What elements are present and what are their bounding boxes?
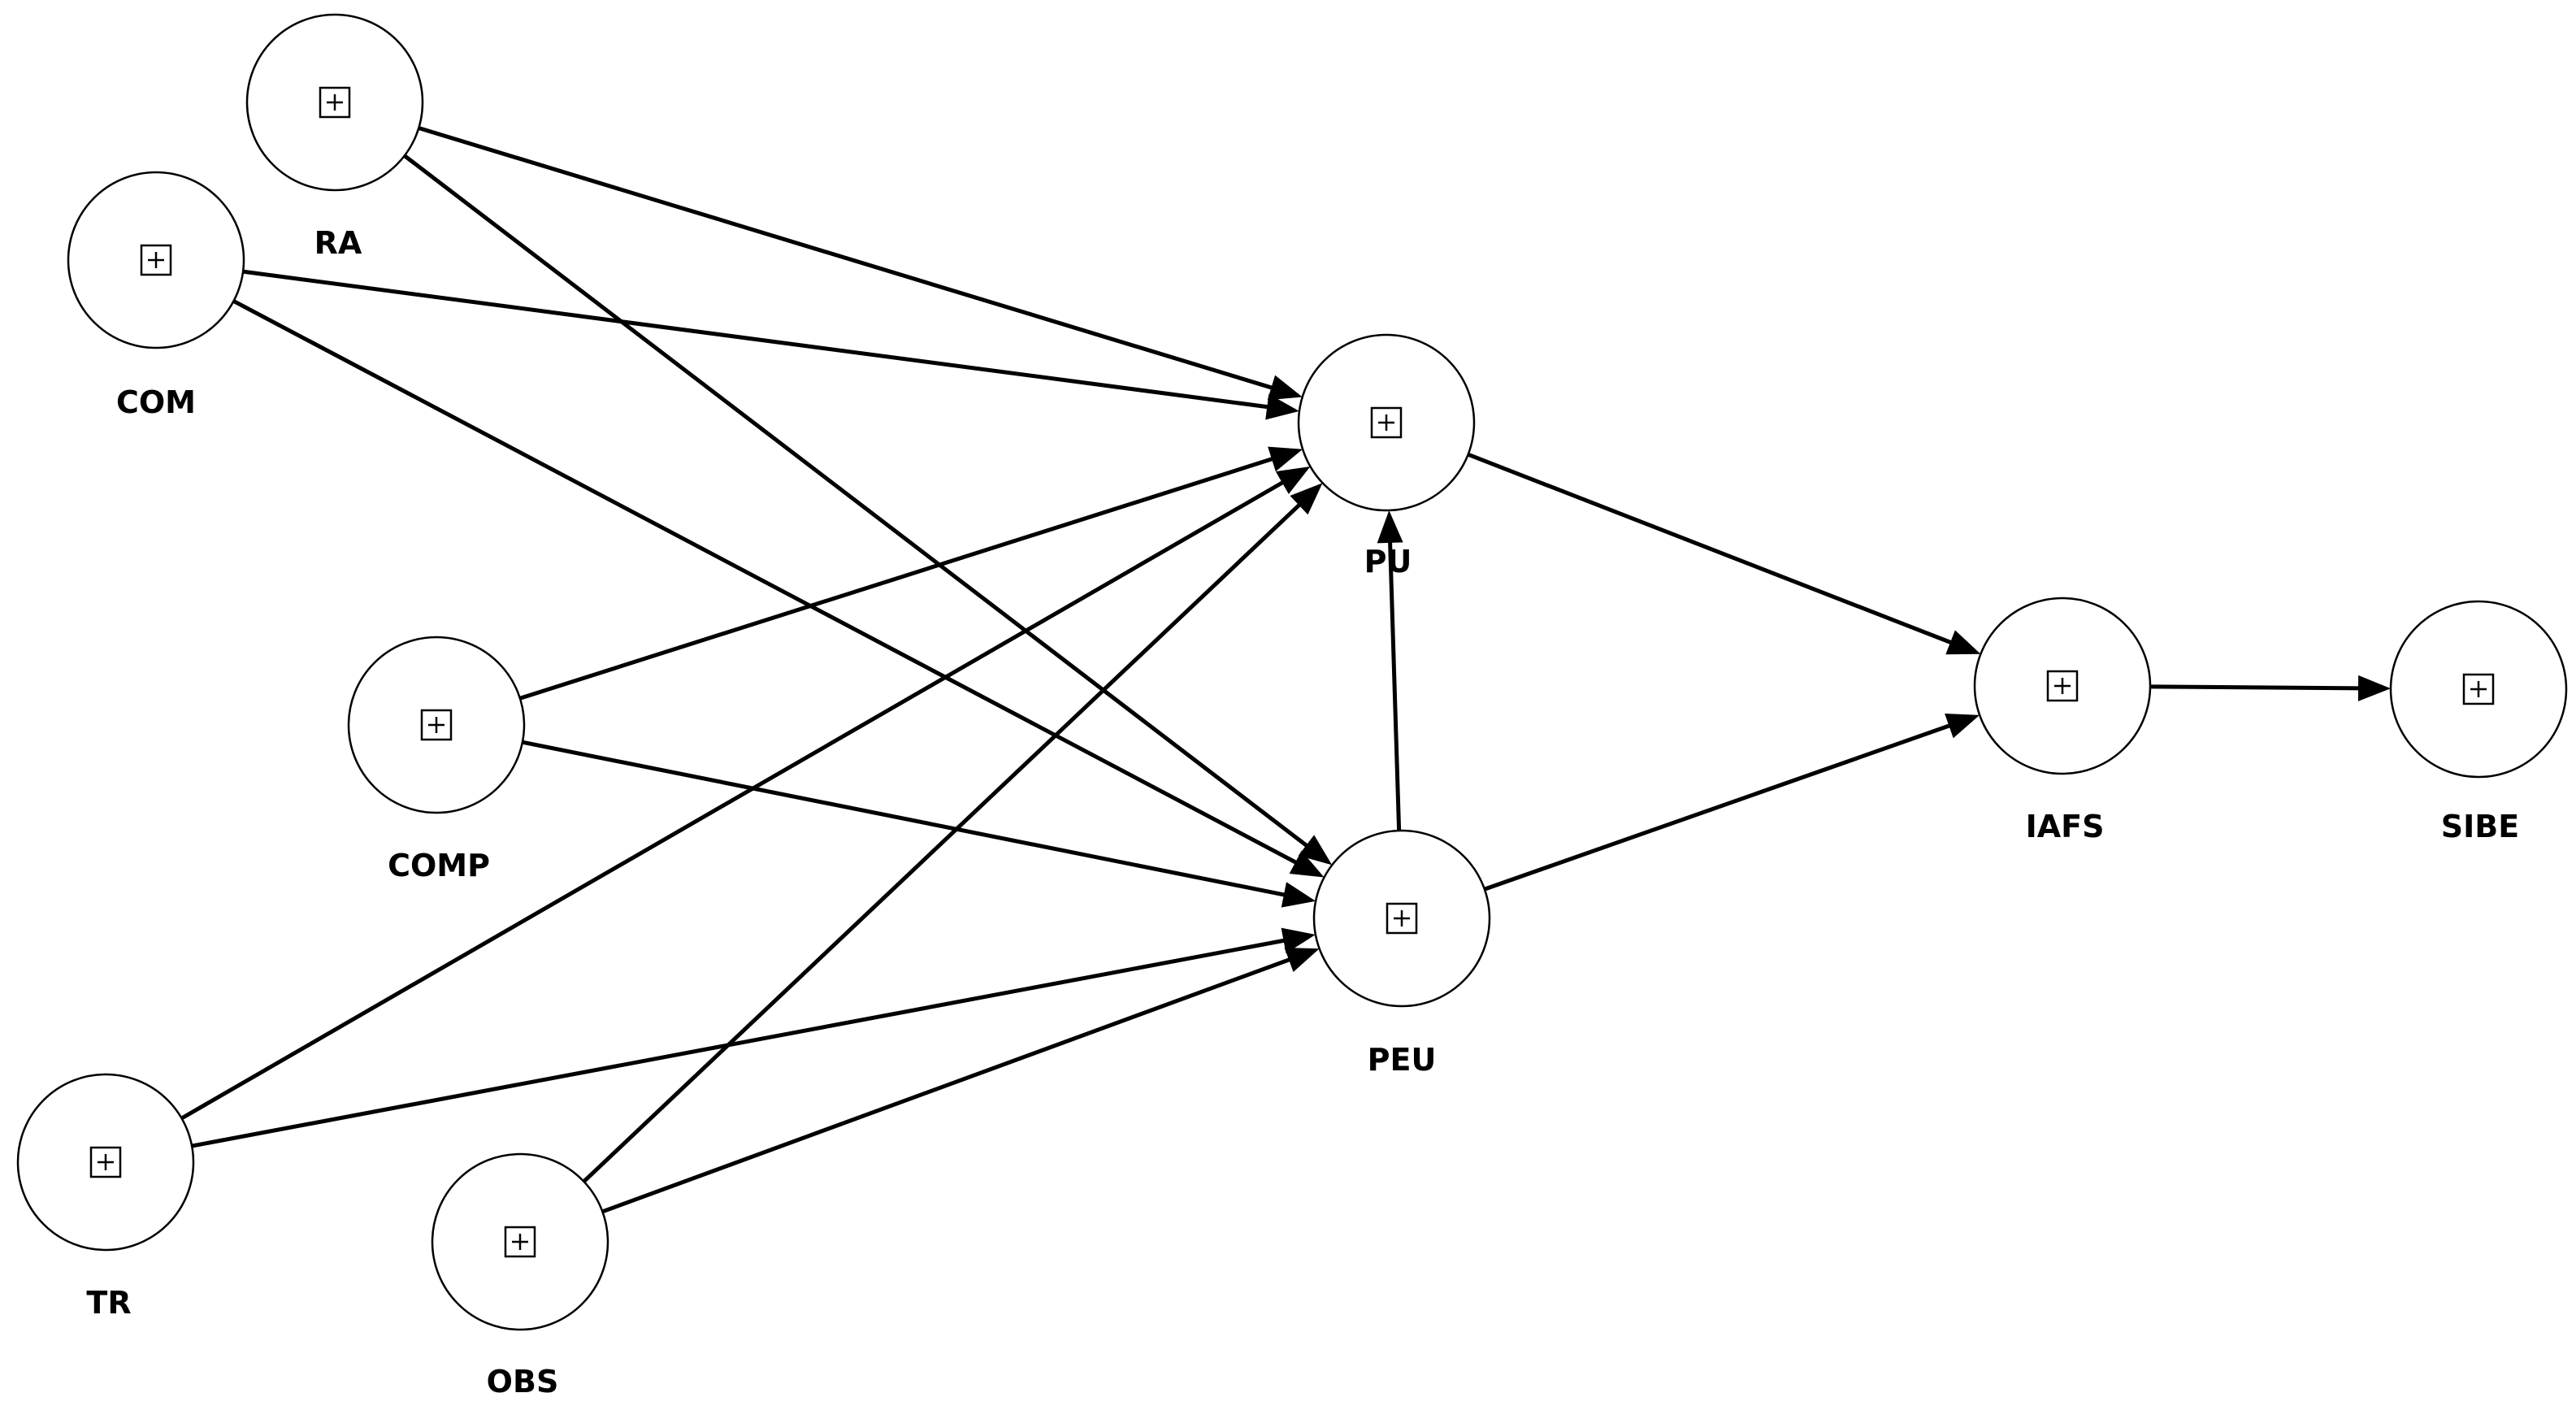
edge-line bbox=[180, 479, 1286, 1121]
edge-tr-to-pu bbox=[180, 466, 1311, 1121]
arrowhead-icon bbox=[1268, 446, 1303, 472]
arrowhead-icon bbox=[1281, 927, 1316, 954]
node-obs[interactable]: OBS bbox=[431, 1152, 609, 1399]
node-ra[interactable]: RA bbox=[245, 13, 424, 261]
arrowhead-icon bbox=[1265, 393, 1299, 420]
expand-plus-icon[interactable] bbox=[1386, 902, 1418, 935]
arrowhead-icon bbox=[1267, 375, 1303, 401]
expand-plus-icon[interactable] bbox=[319, 86, 351, 119]
node-peu-label: PEU bbox=[1368, 1042, 1437, 1078]
edges-layer bbox=[180, 126, 2392, 1214]
edge-peu-to-iafs bbox=[1484, 714, 1980, 892]
node-sibe-label: SIBE bbox=[2441, 809, 2519, 844]
node-iafs-label: IAFS bbox=[2026, 809, 2105, 844]
expand-plus-icon[interactable] bbox=[2462, 673, 2495, 705]
edge-tr-to-peu bbox=[191, 927, 1316, 1148]
edge-comp-to-peu bbox=[522, 740, 1316, 908]
node-com[interactable]: COM bbox=[67, 171, 245, 420]
edge-com-to-pu bbox=[242, 269, 1299, 420]
node-comp[interactable]: COMP bbox=[347, 636, 526, 883]
node-pu-label: PU bbox=[1364, 544, 1412, 579]
edge-line bbox=[1387, 539, 1402, 831]
node-peu[interactable]: PEU bbox=[1312, 829, 1491, 1078]
edge-line bbox=[582, 501, 1303, 1183]
edge-line bbox=[519, 456, 1276, 701]
arrowhead-icon bbox=[1275, 466, 1311, 494]
nodes-layer: RA COM COMP TR OBS PU PEU IAFS SIBE bbox=[16, 13, 2568, 1399]
edge-line bbox=[2149, 684, 2362, 691]
expand-plus-icon[interactable] bbox=[420, 709, 453, 741]
node-comp-label: COMP bbox=[388, 848, 490, 883]
edge-line bbox=[522, 740, 1288, 898]
edge-line bbox=[191, 938, 1287, 1148]
expand-plus-icon[interactable] bbox=[504, 1226, 536, 1258]
arrowhead-icon bbox=[1945, 714, 1980, 739]
edge-line bbox=[601, 957, 1293, 1214]
edge-line bbox=[1484, 723, 1953, 892]
node-sibe[interactable]: SIBE bbox=[2389, 600, 2568, 844]
arrowhead-icon bbox=[1377, 510, 1403, 544]
arrowhead-icon bbox=[1945, 630, 1981, 655]
edge-line bbox=[418, 126, 1275, 391]
edge-line bbox=[403, 154, 1311, 849]
arrowhead-icon bbox=[1289, 850, 1325, 878]
node-tr[interactable]: TR bbox=[16, 1073, 195, 1321]
node-pu[interactable]: PU bbox=[1297, 333, 1476, 579]
expand-plus-icon[interactable] bbox=[2046, 670, 2079, 702]
edge-obs-to-pu bbox=[582, 483, 1323, 1183]
expand-plus-icon[interactable] bbox=[89, 1146, 122, 1178]
node-com-label: COM bbox=[116, 384, 196, 420]
edge-comp-to-pu bbox=[519, 446, 1303, 701]
edge-obs-to-peu bbox=[601, 947, 1320, 1214]
arrowhead-icon bbox=[2357, 675, 2392, 701]
edge-pu-to-iafs bbox=[1467, 452, 1981, 655]
expand-plus-icon[interactable] bbox=[140, 244, 172, 276]
edge-ra-to-pu bbox=[418, 126, 1303, 401]
arrowhead-icon bbox=[1284, 947, 1320, 972]
edge-line bbox=[242, 269, 1271, 410]
edge-line bbox=[1467, 452, 1954, 646]
node-tr-label: TR bbox=[86, 1285, 131, 1321]
edge-iafs-to-sibe bbox=[2149, 675, 2392, 701]
edge-ra-to-peu bbox=[403, 154, 1333, 866]
edge-line bbox=[232, 299, 1299, 866]
expand-plus-icon[interactable] bbox=[1370, 406, 1403, 439]
node-obs-label: OBS bbox=[487, 1364, 559, 1399]
edge-peu-to-pu bbox=[1377, 510, 1403, 831]
edge-com-to-peu bbox=[232, 299, 1325, 878]
arrowhead-icon bbox=[1290, 483, 1323, 515]
node-ra-label: RA bbox=[314, 225, 362, 261]
arrowhead-icon bbox=[1281, 882, 1316, 908]
node-iafs[interactable]: IAFS bbox=[1973, 597, 2152, 844]
